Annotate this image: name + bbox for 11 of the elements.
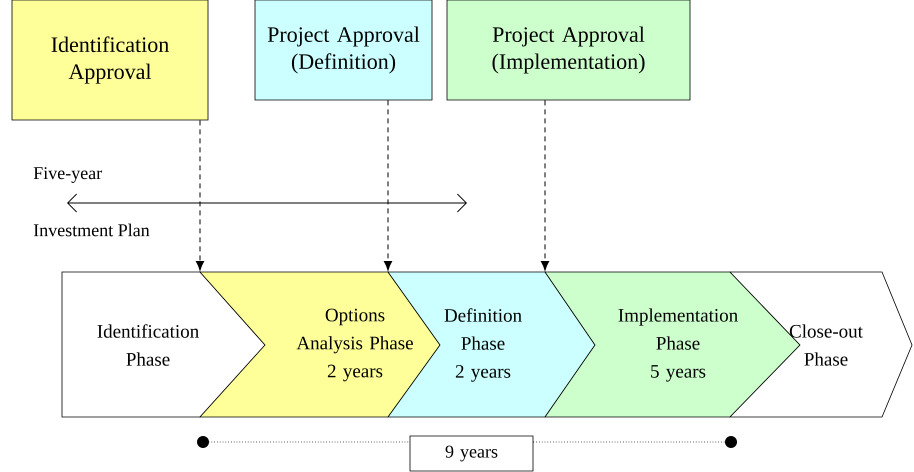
phase-box: Options Analysis Phase 2 years xyxy=(199,272,440,418)
dashed-arrow xyxy=(196,120,204,271)
approval-box: Project Approval (Implementation) xyxy=(446,0,690,100)
plan-label: Investment Plan xyxy=(34,224,150,236)
dashed-arrow xyxy=(540,100,550,271)
phase-box: Identification Phase xyxy=(62,272,266,418)
plan-label: Five-year xyxy=(34,167,102,183)
dashed-arrow xyxy=(384,100,392,271)
duration-box: 9 years xyxy=(410,436,534,472)
approval-box: Project Approval (Definition) xyxy=(254,0,432,100)
approval-box: Identification Approval xyxy=(12,0,208,120)
